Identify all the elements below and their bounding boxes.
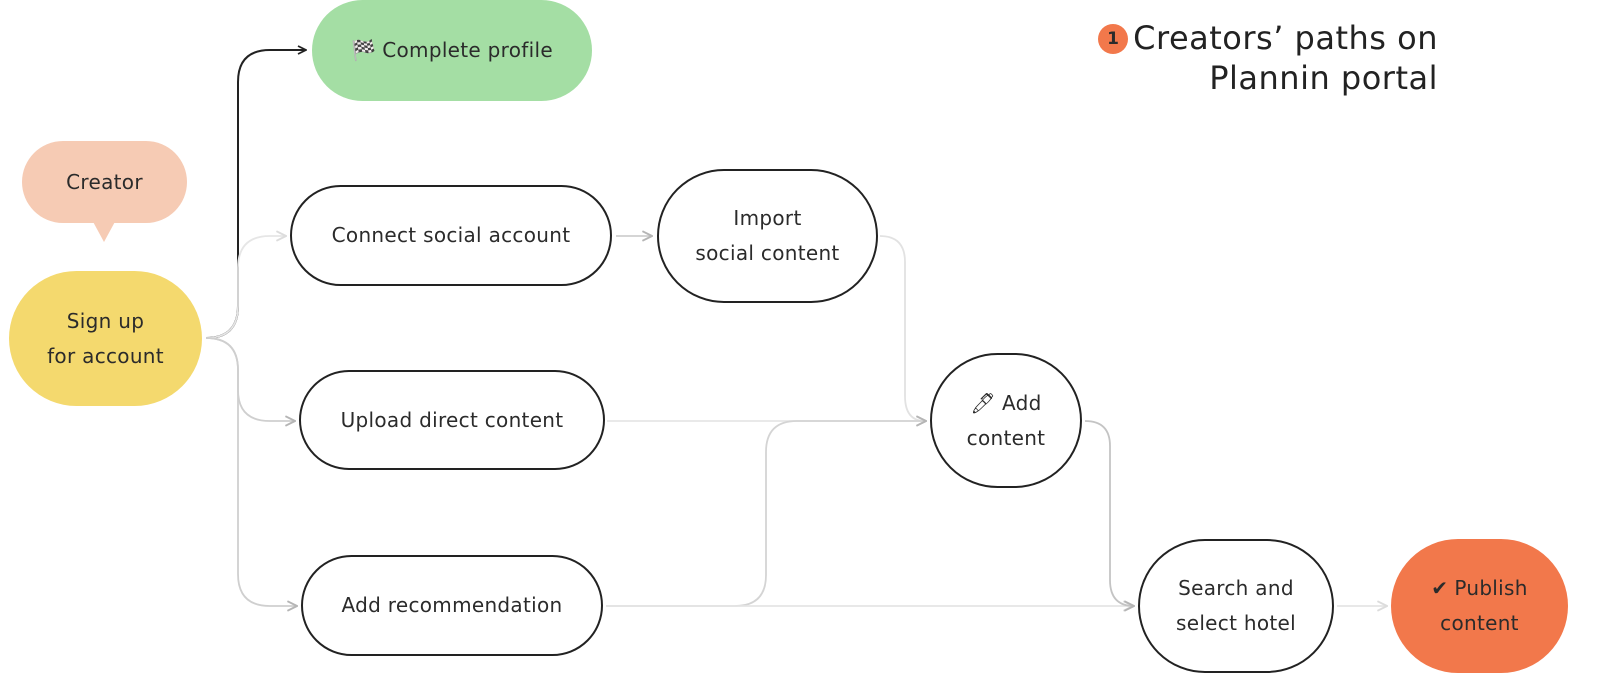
edge-import-to-add-content <box>879 235 926 422</box>
publish-line-1: Publish <box>1454 576 1528 600</box>
node-upload-direct-content[interactable]: Upload direct content <box>299 370 605 470</box>
checkered-flag-icon: 🏁 <box>351 38 377 62</box>
edge-signup-to-add-recommendation <box>205 337 297 606</box>
add-recommendation-label: Add recommendation <box>341 593 563 617</box>
step-number-badge: 1 <box>1098 24 1128 54</box>
node-connect-social-account[interactable]: Connect social account <box>290 185 612 286</box>
publish-line-2: content <box>1440 611 1519 635</box>
sign-up-line-1: Sign up <box>66 308 145 333</box>
add-content-line-2: content <box>966 425 1046 450</box>
title-line-2: Plannin portal <box>1209 59 1438 97</box>
node-add-recommendation[interactable]: Add recommendation <box>301 555 603 656</box>
import-line-1: Import <box>733 206 802 230</box>
edge-signup-to-upload <box>205 337 295 421</box>
edge-signup-to-connect-social <box>205 236 286 339</box>
node-publish-content[interactable]: ✔Publish content <box>1391 539 1568 673</box>
node-import-social-content[interactable]: Import social content <box>657 169 878 303</box>
edge-signup-to-complete-profile <box>205 50 306 339</box>
search-hotel-line-2: select hotel <box>1176 611 1296 635</box>
creator-label: Creator <box>66 169 143 194</box>
title-line-1: Creators’ paths on <box>1133 19 1438 57</box>
node-sign-up[interactable]: Sign up for account <box>9 271 202 406</box>
connect-social-label: Connect social account <box>331 223 571 247</box>
node-add-content[interactable]: 🖊Add content <box>930 353 1082 488</box>
add-content-line-1: Add <box>1002 390 1042 415</box>
checkmark-icon: ✔ <box>1431 576 1449 600</box>
search-hotel-line-1: Search and <box>1178 576 1294 600</box>
node-search-select-hotel[interactable]: Search and select hotel <box>1138 539 1334 673</box>
node-complete-profile[interactable]: 🏁Complete profile <box>312 0 592 101</box>
import-line-2: social content <box>695 241 840 265</box>
complete-profile-label: Complete profile <box>382 38 553 62</box>
pen-icon: 🖊 <box>970 390 997 415</box>
diagram-title: Creators’ paths on Plannin portal <box>1133 18 1438 98</box>
sign-up-line-2: for account <box>47 343 164 368</box>
upload-label: Upload direct content <box>340 407 564 432</box>
edge-add-recommendation-to-add-content <box>606 421 926 607</box>
creator-bubble: Creator <box>22 141 187 223</box>
edge-add-content-to-search-hotel <box>1084 420 1134 606</box>
